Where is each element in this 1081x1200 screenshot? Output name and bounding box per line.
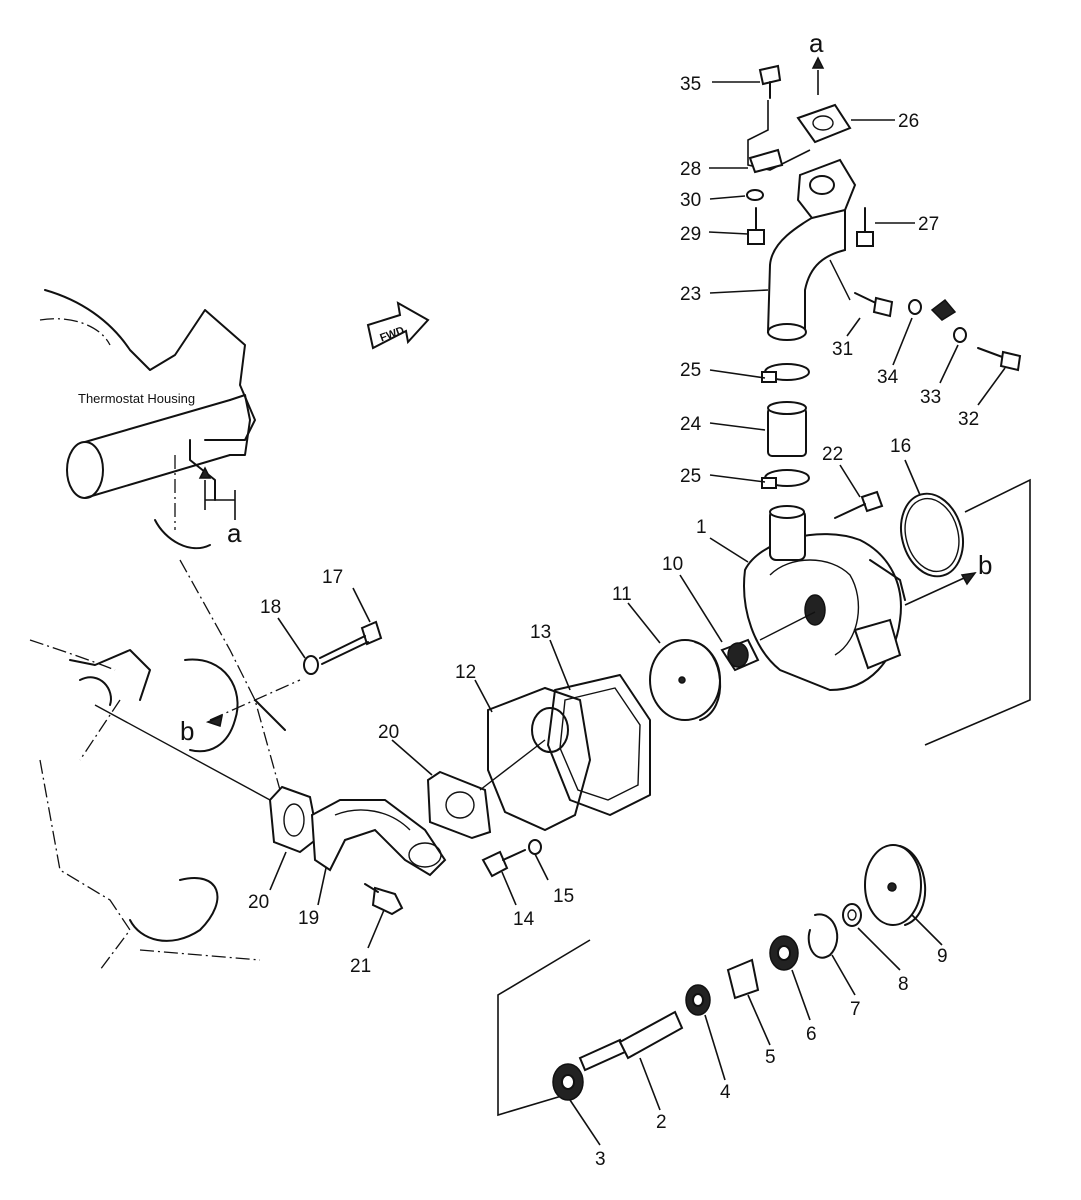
ref-letter-b-left: b [180, 716, 194, 746]
shaft-2 [578, 1010, 684, 1072]
ref-letter-a-left: a [227, 518, 242, 548]
label-24: 24 [680, 414, 702, 435]
snap-ring-7 [807, 913, 839, 959]
gasket-20-left [268, 785, 320, 854]
bolt-14 [481, 849, 526, 878]
hose-24 [767, 401, 807, 457]
label-34: 34 [877, 367, 899, 388]
thermostat-housing: Thermostat Housing a [66, 391, 251, 548]
pulley-9 [864, 844, 926, 926]
bracket-28 [747, 100, 811, 174]
bolt-21 [364, 883, 404, 916]
label-18: 18 [260, 597, 281, 618]
ref-circle-b-left: b [180, 658, 301, 753]
elbow-pipe-19 [310, 799, 447, 877]
bolt-32 [977, 347, 1022, 372]
clamp-25-lower [761, 469, 810, 489]
label-17: 17 [322, 567, 343, 588]
bolt-17 [319, 620, 383, 665]
label-6: 6 [806, 1024, 817, 1045]
label-11: 11 [612, 584, 632, 605]
o-ring-16 [900, 492, 964, 578]
label-2: 2 [656, 1112, 667, 1133]
label-28: 28 [680, 159, 701, 180]
label-33: 33 [920, 387, 941, 408]
pump-body-1 [743, 505, 906, 692]
label-20-right: 20 [378, 722, 399, 743]
label-35: 35 [680, 74, 701, 95]
leader-lines [269, 81, 1006, 1146]
label-7: 7 [850, 999, 861, 1020]
label-32: 32 [958, 409, 979, 430]
inlet-ring [79, 676, 271, 801]
label-29: 29 [680, 224, 701, 245]
bearing-6 [769, 935, 799, 971]
label-10: 10 [662, 554, 683, 575]
gasket-26: a [796, 28, 852, 144]
label-31: 31 [832, 339, 853, 360]
label-19: 19 [298, 908, 319, 929]
bolt-31 [854, 292, 894, 318]
plate-12 [479, 686, 592, 832]
spacer-5 [726, 958, 760, 1000]
sensor-part [930, 298, 957, 321]
ref-letter-b-right: b [978, 550, 992, 580]
label-21: 21 [350, 956, 371, 977]
fwd-arrow-icon: FWD [366, 301, 430, 350]
clamp-25-upper [761, 363, 810, 383]
bracket-lower [497, 939, 591, 1117]
seal-10 [720, 638, 760, 672]
bolt-27 [856, 207, 874, 247]
engine-block-outline [29, 289, 286, 971]
label-22: 22 [822, 444, 843, 465]
seal-3 [552, 1063, 584, 1101]
label-27: 27 [918, 214, 939, 235]
bolt-35 [758, 64, 782, 99]
label-4: 4 [720, 1082, 731, 1103]
label-15: 15 [553, 886, 574, 907]
label-26: 26 [898, 111, 919, 132]
bolt-29 [747, 207, 765, 245]
washer-33 [953, 327, 967, 343]
label-8: 8 [898, 974, 909, 995]
label-5: 5 [765, 1047, 776, 1068]
washer-18 [303, 655, 319, 675]
label-30: 30 [680, 190, 701, 211]
part-number-labels: 35 26 28 30 29 27 23 31 34 33 32 25 24 2… [248, 74, 979, 1170]
ref-letter-a-top: a [809, 28, 824, 58]
thermostat-housing-label: Thermostat Housing [78, 391, 195, 406]
label-1: 1 [696, 517, 707, 538]
ref-bracket-b-right: b [904, 478, 1031, 746]
label-12: 12 [455, 662, 476, 683]
impeller-11 [649, 639, 721, 721]
gasket-13 [547, 674, 651, 816]
gasket-20-right [426, 770, 492, 840]
label-25-lower: 25 [680, 466, 701, 487]
washer-30 [746, 189, 764, 201]
bolt-22 [834, 490, 884, 519]
label-20-left: 20 [248, 892, 269, 913]
label-9: 9 [937, 946, 948, 967]
label-25-upper: 25 [680, 360, 701, 381]
label-13: 13 [530, 622, 551, 643]
washer-34 [908, 299, 922, 315]
outlet-pipe-23 [766, 158, 857, 341]
washer-15 [528, 839, 542, 855]
label-16: 16 [890, 436, 911, 457]
label-23: 23 [680, 284, 701, 305]
label-14: 14 [513, 909, 535, 930]
label-3: 3 [595, 1149, 606, 1170]
collar-8 [842, 903, 862, 927]
bearing-4 [685, 984, 711, 1016]
